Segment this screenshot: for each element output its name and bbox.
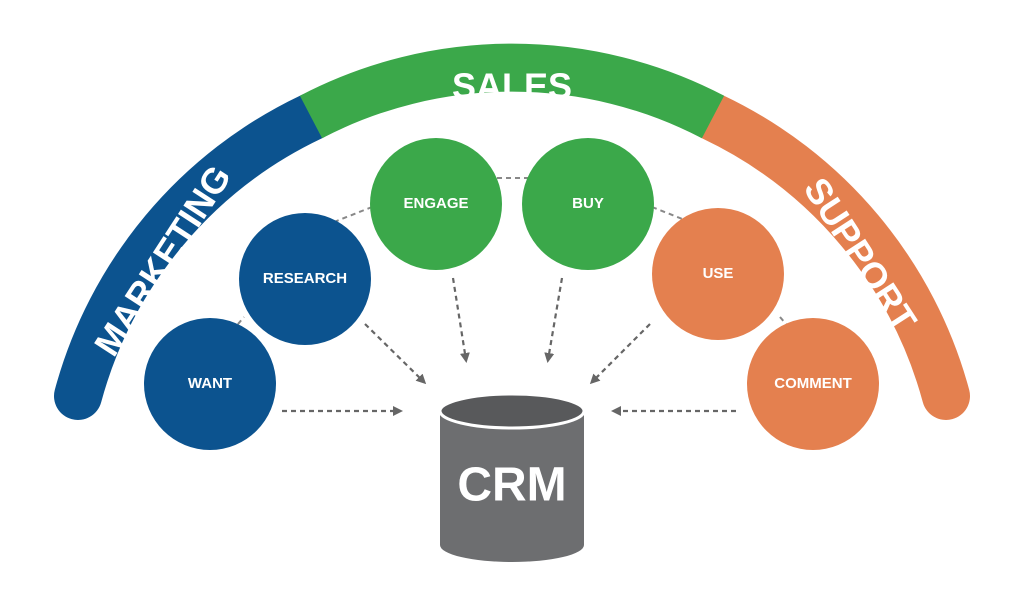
arrow-use-to-crm [589, 323, 651, 385]
sales-label: SALES [452, 66, 572, 107]
stage-want: WANT [144, 318, 276, 450]
connector-research-engage [333, 206, 373, 223]
stage-engage-circle [370, 138, 502, 270]
stage-comment: COMMENT [747, 318, 879, 450]
crm-cylinder-rim [438, 392, 586, 430]
stage-research: RESEARCH [239, 213, 371, 345]
support-arc [689, 93, 970, 420]
stage-buy: BUY [522, 138, 654, 270]
stage-use: USE [652, 208, 784, 340]
stage-use-label: USE [703, 265, 734, 282]
stage-buy-circle [522, 138, 654, 270]
stage-use-circle [652, 208, 784, 340]
stage-comment-circle [747, 318, 879, 450]
stage-engage: ENGAGE [370, 138, 502, 270]
stage-comment-label: COMMENT [774, 375, 852, 392]
stage-engage-label: ENGAGE [403, 195, 468, 212]
arrow-research-to-crm [364, 323, 427, 385]
sales-arc [299, 43, 725, 139]
crm-label: CRM [457, 459, 566, 512]
arrow-buy-to-crm [544, 277, 564, 363]
stage-research-circle [239, 213, 371, 345]
crm-cylinder-body [440, 411, 584, 562]
crm-database: CRM [438, 392, 586, 562]
crm-cylinder-top [440, 394, 584, 428]
arrow-engage-to-crm [451, 277, 470, 363]
stage-research-label: RESEARCH [263, 270, 347, 287]
connector-buy-use [651, 206, 691, 223]
stage-want-circle [144, 318, 276, 450]
stage-buy-label: BUY [572, 195, 604, 212]
marketing-arc [54, 93, 335, 420]
stage-want-label: WANT [188, 375, 232, 392]
